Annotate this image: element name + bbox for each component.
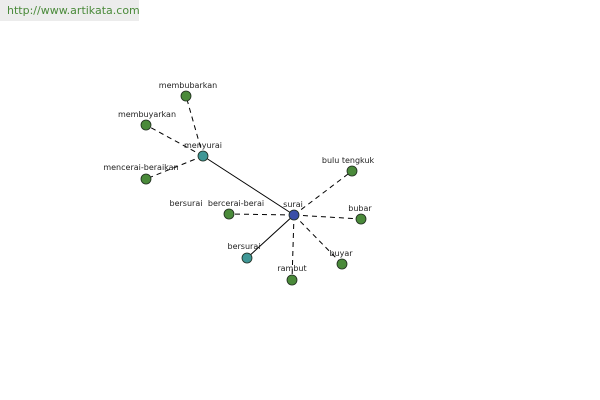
node-bubar[interactable] — [355, 213, 367, 225]
node-label-bubar: bubar — [348, 204, 372, 213]
node-bersurai-leaf[interactable] — [223, 208, 235, 220]
node-membuyarkan[interactable] — [140, 119, 152, 131]
edge-surai-to-rambut — [291, 214, 295, 281]
edge-surai-to-bubar — [293, 214, 362, 220]
source-banner: http://www.artikata.com — [0, 0, 140, 21]
node-label-rambut: rambut — [277, 264, 306, 273]
edge-menyurai-to-membuyarkan — [145, 124, 204, 157]
node-rambut[interactable] — [286, 274, 298, 286]
edge-surai-to-bulu-tengkuk — [293, 170, 353, 216]
edge-surai-to-menyurai — [202, 155, 295, 216]
node-bulu-tengkuk[interactable] — [346, 165, 358, 177]
edge-surai-to-bersurai-child — [246, 214, 295, 259]
node-membubarkan[interactable] — [180, 90, 192, 102]
node-label-buyar: buyar — [329, 249, 353, 258]
node-label-bersurai-leaf: bersurai — [170, 199, 203, 208]
node-label-mencerai-beraikan: mencerai-beraikan — [103, 163, 178, 172]
node-label-surai: surai — [283, 200, 303, 209]
edge-surai-to-bercerai-berai — [228, 213, 295, 216]
node-buyar[interactable] — [336, 258, 348, 270]
labels-layer: surai menyurai bersurai membubarkan membuyar… — [103, 81, 374, 273]
node-label-membuyarkan: membuyarkan — [118, 110, 176, 119]
edge-surai-to-buyar — [293, 214, 343, 265]
edge-menyurai-to-membubarkan — [185, 95, 204, 157]
edge-menyurai-to-mencerai-beraikan — [145, 155, 204, 180]
node-bersurai-child[interactable] — [241, 252, 253, 264]
source-url-link[interactable]: http://www.artikata.com — [7, 4, 140, 17]
node-mencerai-beraikan[interactable] — [140, 173, 152, 185]
node-menyurai[interactable] — [197, 150, 209, 162]
nodes-layer — [140, 90, 367, 286]
edges-layer — [145, 95, 362, 281]
node-label-bercerai-berai: bercerai-berai — [208, 199, 264, 208]
node-surai[interactable] — [288, 209, 300, 221]
node-label-membubarkan: membubarkan — [159, 81, 217, 90]
node-label-bulu-tengkuk: bulu tengkuk — [322, 156, 375, 165]
node-label-bersurai-child: bersurai — [228, 242, 261, 251]
node-label-menyurai: menyurai — [184, 141, 222, 150]
